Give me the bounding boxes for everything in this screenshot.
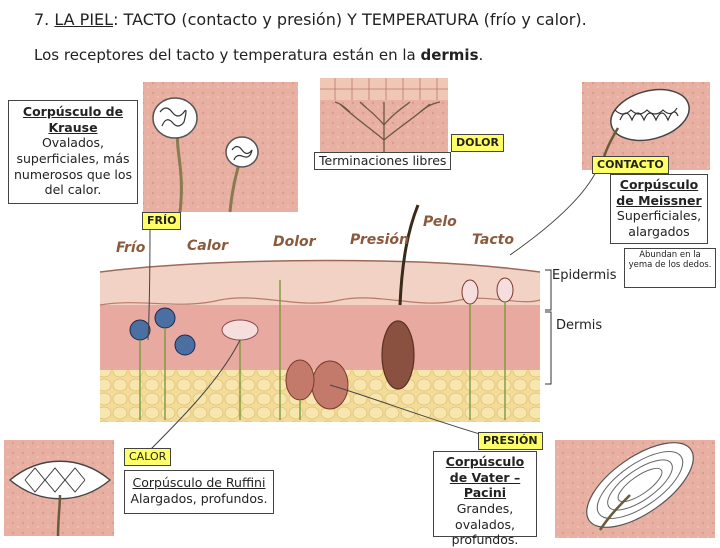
pacini-desc: Grandes, ovalados, profundos. <box>451 500 519 548</box>
title-number: 7. <box>34 10 50 29</box>
ruffini-info-box: Corpúsculo de Ruffini Alargados, profund… <box>124 470 274 514</box>
ruffini-desc: Alargados, profundos. <box>130 490 268 506</box>
meissner-note: Abundan en la yema de los dedos. <box>624 248 716 288</box>
libres-label: Terminaciones libres <box>314 152 452 170</box>
ruffini-illustration <box>4 440 114 537</box>
krause-info-box: Corpúsculo de Krause Ovalados, superfici… <box>8 100 138 204</box>
pacini-info-box: Corpúsculo de Vater – Pacini Grandes, ov… <box>433 451 537 547</box>
ruffini-tag: CALOR <box>124 448 172 466</box>
libres-tag: DOLOR <box>451 134 504 152</box>
title-rest: : TACTO (contacto y presión) Y TEMPERATU… <box>113 10 587 29</box>
diagram-label-dolor: Dolor <box>273 234 316 250</box>
subtitle-text: Los receptores del tacto y temperatura e… <box>34 46 421 64</box>
layer-label-epidermis: Epidermis <box>552 268 617 283</box>
skin-cross-section <box>99 204 552 422</box>
subtitle-bold: dermis <box>420 46 479 64</box>
krause-tag: FRÍO <box>142 212 182 230</box>
layer-label-dermis: Dermis <box>556 318 603 333</box>
title-underlined: LA PIEL <box>54 10 114 29</box>
diagram-label-presion: Presión <box>350 232 409 248</box>
diagram-label-tacto: Tacto <box>472 232 514 248</box>
pacini-illustration <box>555 440 715 538</box>
page-title: 7. LA PIEL: TACTO (contacto y presión) Y… <box>34 10 587 29</box>
diagram-label-calor: Calor <box>187 238 229 254</box>
meissner-name: Corpúsculo de Meissner <box>616 177 702 208</box>
diagram-label-frio: Frío <box>116 240 146 256</box>
meissner-info-box: Corpúsculo de Meissner Superficiales, al… <box>610 174 708 244</box>
diagram-label-pelo: Pelo <box>423 214 457 230</box>
krause-illustration <box>143 82 298 213</box>
meissner-desc: Superficiales, alargados <box>616 208 702 239</box>
page-subtitle: Los receptores del tacto y temperatura e… <box>34 46 483 64</box>
pacini-name: Corpúsculo de Vater – Pacini <box>445 454 525 501</box>
meissner-illustration <box>582 82 710 171</box>
meissner-tag: CONTACTO <box>592 156 669 174</box>
pacini-tag: PRESIÓN <box>478 432 543 450</box>
krause-desc: Ovalados, superficiales, más numerosos q… <box>13 135 133 198</box>
krause-name: Corpúsculo de Krause <box>22 104 124 135</box>
subtitle-end: . <box>478 46 484 64</box>
ruffini-name: Corpúsculo de Ruffini <box>132 475 266 490</box>
